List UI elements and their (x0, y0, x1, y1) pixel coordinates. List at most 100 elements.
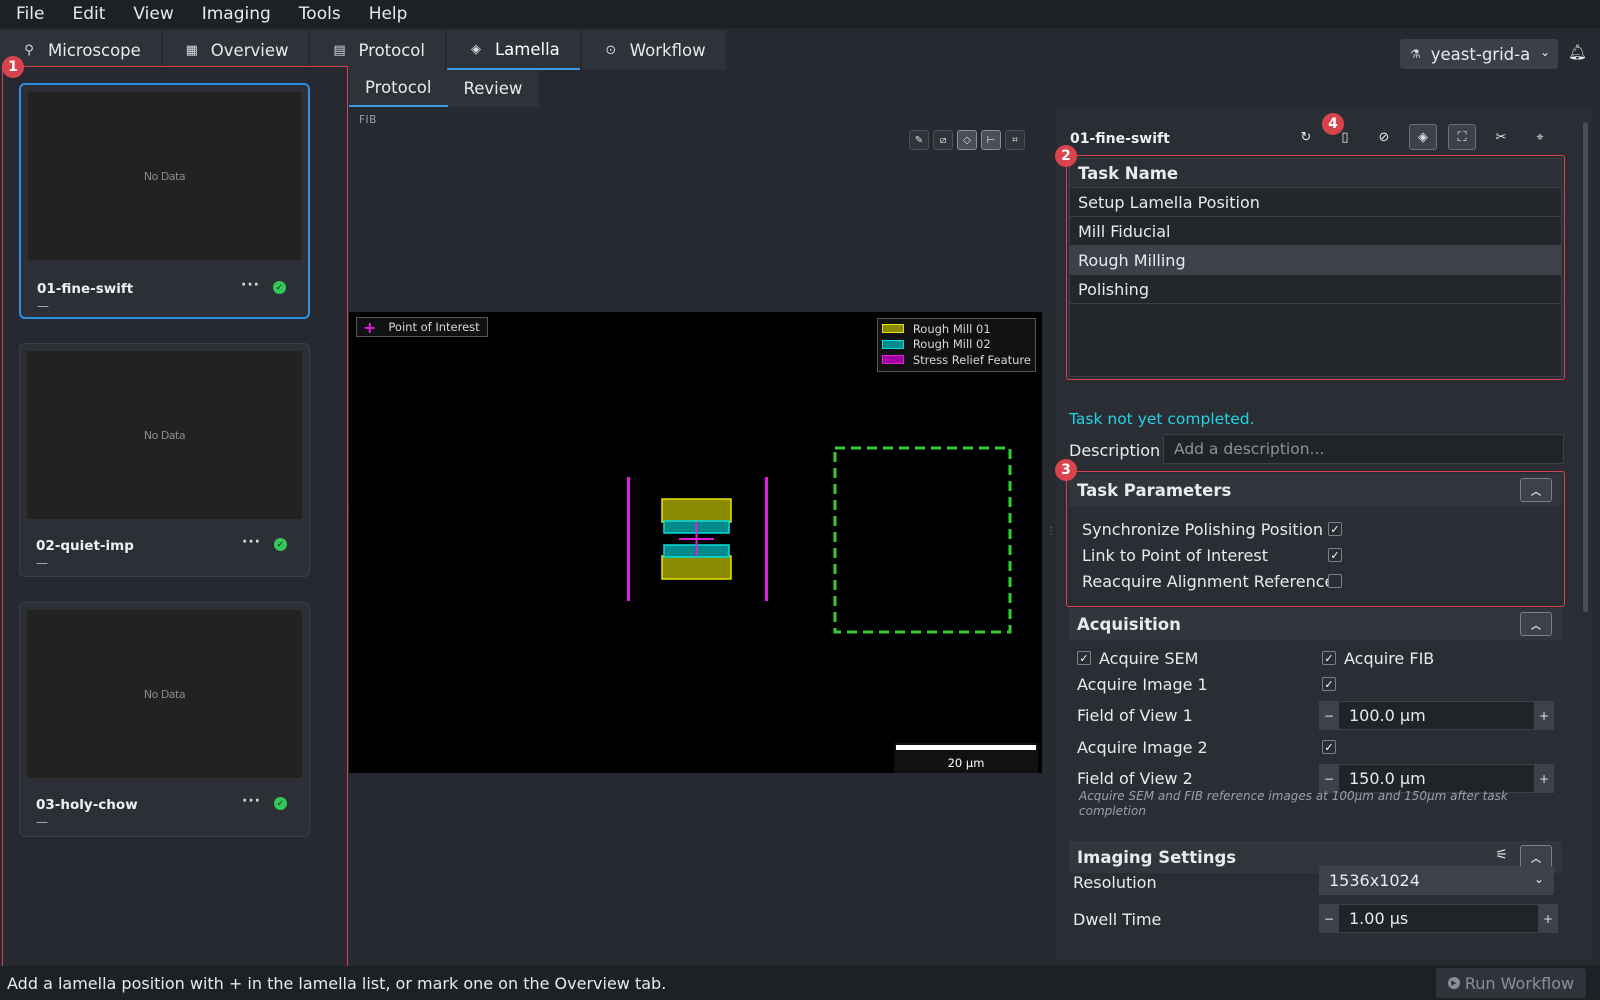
plus-icon: + (363, 317, 377, 337)
legend-swatch-yellow (881, 324, 904, 334)
callout-marker-3: 3 (1055, 459, 1077, 481)
check-circle-icon: ✓ (274, 538, 287, 551)
tab-protocol[interactable]: ▤ Protocol (310, 30, 445, 70)
lamella-thumbnail: No Data (26, 609, 303, 779)
rough-mill-01-bottom[interactable] (661, 555, 732, 580)
diamond-icon[interactable]: ◇ (957, 130, 977, 150)
increment-button[interactable]: + (1534, 764, 1554, 793)
stress-relief-right[interactable] (765, 477, 768, 601)
play-circle-icon: ⊙ (605, 42, 617, 58)
tab-microscope[interactable]: ⚲ Microscope (0, 30, 161, 70)
crop-icon[interactable]: ⌗ (1005, 130, 1025, 150)
lamella-thumbnail: No Data (26, 350, 303, 520)
task-row[interactable]: Mill Fiducial (1070, 217, 1561, 246)
acquire-fib-checkbox[interactable]: ✓ (1322, 651, 1336, 665)
increment-button[interactable]: + (1534, 701, 1554, 730)
project-selector[interactable]: ⚗ yeast-grid-a ⌄ (1400, 39, 1558, 69)
run-workflow-label: Run Workflow (1464, 973, 1575, 993)
task-row[interactable]: Setup Lamella Position (1070, 188, 1561, 217)
scale-bar: 20 µm (894, 743, 1038, 773)
field-of-view-region[interactable] (833, 446, 1012, 634)
scissors-icon[interactable]: ✂ (1495, 129, 1507, 145)
rough-mill-01-top[interactable] (661, 498, 732, 523)
menu-edit[interactable]: Edit (72, 4, 106, 24)
microscope-icon: ⚲ (24, 42, 34, 58)
lamella-card[interactable]: No Data 01-fine-swift ··· ✓ — (19, 83, 310, 319)
menu-help[interactable]: Help (368, 4, 408, 24)
edit-box-icon[interactable]: ⧄ (933, 130, 953, 150)
legend-swatch-cyan (881, 339, 904, 349)
fov1-label: Field of View 1 (1077, 706, 1193, 725)
run-workflow-button[interactable]: ▶ Run Workflow (1436, 968, 1586, 998)
reacquire-alignment-checkbox[interactable] (1328, 574, 1342, 588)
param-label: Reacquire Alignment Reference (1082, 572, 1335, 591)
acquisition-hint: Acquire SEM and FIB reference images at … (1079, 789, 1508, 818)
legend-item: Stress Relief Feature (881, 352, 1031, 368)
stress-relief-left[interactable] (627, 477, 630, 601)
viewer-toolbar: ✎ ⧄ ◇ ⊢ ⌗ (909, 130, 1025, 150)
tab-workflow[interactable]: ⊙ Workflow (581, 30, 726, 70)
sliders-icon[interactable]: ⚟ (1495, 847, 1508, 863)
task-row[interactable]: Polishing (1070, 275, 1561, 304)
tab-protocol-sub[interactable]: Protocol (349, 70, 448, 107)
layers-icon[interactable]: ◈ (1409, 124, 1437, 150)
acquire-image2-checkbox[interactable]: ✓ (1322, 740, 1336, 754)
menu-imaging[interactable]: Imaging (201, 4, 271, 24)
decrement-button[interactable]: − (1319, 904, 1339, 933)
layers-icon: ◈ (470, 41, 481, 57)
description-input[interactable] (1163, 434, 1564, 464)
menu-tools[interactable]: Tools (298, 4, 341, 24)
tab-review[interactable]: Review (447, 70, 539, 107)
panel-toolbar: ↻ ▯ ⊘ ◈ ⛶ ✂ ⌖ (1292, 124, 1554, 150)
pencil-icon[interactable]: ✎ (909, 130, 929, 150)
fullscreen-icon[interactable]: ⛶ (1448, 124, 1476, 150)
check-circle-icon: ✓ (274, 797, 287, 810)
main-tab-bar: ⚲ Microscope ▦ Overview ▤ Protocol ◈ Lam… (0, 30, 728, 70)
fov1-spinbox[interactable]: − 100.0 µm + (1319, 701, 1554, 730)
task-status-text: Task not yet completed. (1069, 410, 1255, 428)
splitter-handle[interactable]: ⋮ (1046, 526, 1056, 537)
decrement-button[interactable]: − (1319, 764, 1339, 793)
eye-off-icon[interactable]: ⊘ (1378, 129, 1390, 145)
fov2-spinbox[interactable]: − 150.0 µm + (1319, 764, 1554, 793)
poi-text: Point of Interest (388, 320, 480, 334)
fib-image-canvas[interactable]: + Point of Interest (349, 312, 1042, 773)
tab-overview[interactable]: ▦ Overview (162, 30, 309, 70)
dwell-time-spinbox[interactable]: − 1.00 µs + (1319, 904, 1558, 933)
bell-icon[interactable]: 🔔︎ (1568, 43, 1588, 61)
sync-polishing-checkbox[interactable]: ✓ (1328, 522, 1342, 536)
document-icon: ▤ (333, 42, 346, 58)
ruler-icon[interactable]: ⊢ (981, 130, 1001, 150)
link-poi-checkbox[interactable]: ✓ (1328, 548, 1342, 562)
param-label: Link to Point of Interest (1082, 546, 1268, 565)
refresh-icon[interactable]: ↻ (1300, 129, 1312, 145)
acquire-image1-checkbox[interactable]: ✓ (1322, 677, 1336, 691)
acquire-sem-checkbox[interactable]: ✓ (1077, 651, 1091, 665)
fov1-value[interactable]: 100.0 µm (1339, 701, 1534, 730)
task-params-highlight (1066, 471, 1565, 607)
chevron-up-icon[interactable]: ︿ (1520, 845, 1552, 869)
section-title: Imaging Settings (1077, 847, 1237, 867)
more-menu-icon[interactable]: ··· (241, 277, 260, 293)
chevron-up-icon[interactable]: ︿ (1520, 612, 1552, 636)
more-menu-icon[interactable]: ··· (242, 534, 261, 550)
scrollbar[interactable] (1583, 122, 1588, 612)
task-table: Task Name Setup Lamella Position Mill Fi… (1069, 158, 1562, 377)
menu-file[interactable]: File (16, 4, 45, 24)
acquire-image1-label: Acquire Image 1 (1077, 675, 1208, 694)
crosshair-icon[interactable]: ⌖ (1536, 129, 1544, 145)
task-row-selected[interactable]: Rough Milling (1070, 246, 1561, 275)
menu-view[interactable]: View (133, 4, 174, 24)
tab-lamella[interactable]: ◈ Lamella (446, 30, 580, 70)
more-menu-icon[interactable]: ··· (242, 793, 261, 809)
file-icon[interactable]: ▯ (1341, 129, 1349, 145)
lamella-list-panel: No Data 01-fine-swift ··· ✓ — No Data 02… (2, 66, 348, 967)
resolution-select[interactable]: 1536x1024 ⌄ (1319, 866, 1554, 895)
chevron-up-icon[interactable]: ︿ (1520, 478, 1552, 502)
lamella-card[interactable]: No Data 03-holy-chow ··· ✓ — (19, 602, 310, 837)
increment-button[interactable]: + (1538, 904, 1558, 933)
dwell-time-value[interactable]: 1.00 µs (1339, 904, 1538, 933)
lamella-card[interactable]: No Data 02-quiet-imp ··· ✓ — (19, 343, 310, 577)
fov2-value[interactable]: 150.0 µm (1339, 764, 1534, 793)
decrement-button[interactable]: − (1319, 701, 1339, 730)
